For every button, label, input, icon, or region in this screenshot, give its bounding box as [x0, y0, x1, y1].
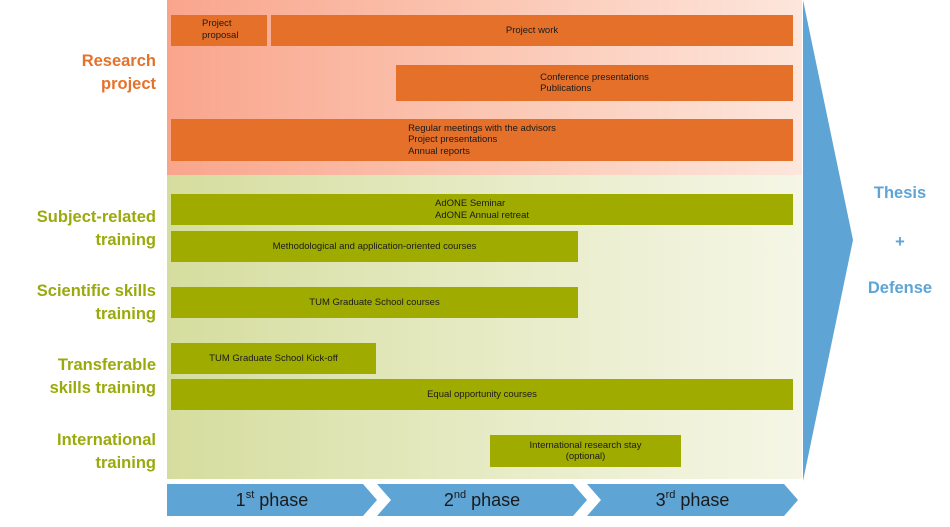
row-label-scientific-line2: training — [95, 305, 157, 323]
phase-1-arrow: 1st phase — [167, 484, 377, 516]
row-label-research: Research project — [82, 50, 156, 96]
phase-3-arrow: 3rd phase — [587, 484, 798, 516]
bar-project-proposal: Project proposal — [171, 15, 267, 46]
row-label-subject-line1: Subject-related — [36, 208, 156, 226]
row-label-transferable-line1: Transferable — [57, 356, 156, 374]
bar-international-line1: International research stay — [529, 439, 642, 451]
row-label-international: International training — [57, 429, 156, 475]
bar-project-work: Project work — [271, 15, 793, 46]
bar-methodological-text: Methodological and application-oriented … — [272, 240, 477, 252]
bar-conference-line1: Conference presentations — [540, 71, 649, 83]
row-label-research-line2: project — [100, 75, 156, 93]
bar-project-proposal-line2: proposal — [202, 29, 239, 41]
bar-project-work-text: Project work — [505, 24, 559, 36]
bar-adone-line2: AdONE Annual retreat — [435, 209, 529, 221]
row-label-scientific: Scientific skills training — [37, 280, 156, 326]
training-section-background — [167, 175, 802, 479]
bar-adone-seminar: AdONE Seminar AdONE Annual retreat — [171, 194, 793, 225]
phase-2-shape — [377, 484, 587, 516]
bar-international-line2: (optional) — [565, 451, 606, 462]
bar-meetings-line3: Annual reports — [408, 145, 470, 157]
row-label-transferable-line2: skills training — [49, 379, 156, 397]
thesis-arrow-shape — [803, 0, 853, 481]
row-label-subject: Subject-related training — [37, 206, 156, 252]
row-label-international-line2: training — [95, 454, 157, 472]
thesis-arrow — [803, 0, 853, 481]
bar-tum-graduate-courses: TUM Graduate School courses — [171, 287, 578, 318]
bar-methodological-courses: Methodological and application-oriented … — [171, 231, 578, 262]
bar-tum-courses-text: TUM Graduate School courses — [309, 296, 440, 308]
row-label-scientific-line1: Scientific skills — [36, 282, 156, 300]
phase-3-shape — [587, 484, 798, 516]
phase-2-label: 2nd phase — [443, 489, 521, 510]
phase-1-shape — [167, 484, 377, 516]
bar-international-stay: International research stay (optional) — [490, 435, 681, 467]
bar-regular-meetings: Regular meetings with the advisors Proje… — [171, 119, 793, 161]
row-label-subject-line2: training — [95, 231, 157, 249]
bar-meetings-line2: Project presentations — [408, 134, 498, 146]
bar-tum-kickoff-text: TUM Graduate School Kick-off — [209, 352, 338, 364]
bar-tum-kickoff: TUM Graduate School Kick-off — [171, 343, 376, 374]
bar-equal-opportunity-text: Equal opportunity courses — [427, 388, 537, 400]
outcome-defense: Defense — [867, 279, 933, 297]
phase-1-label: 1st phase — [235, 489, 309, 510]
row-label-international-line1: International — [56, 431, 156, 449]
row-label-research-line1: Research — [81, 52, 156, 70]
row-label-transferable: Transferable skills training — [50, 354, 156, 400]
outcome-thesis: Thesis — [873, 184, 927, 202]
bar-meetings-line1: Regular meetings with the advisors — [408, 122, 556, 134]
bar-conference-line2: Publications — [540, 83, 592, 94]
outcome-plus: + — [895, 233, 905, 251]
phase-3-label: 3rd phase — [655, 489, 730, 510]
bar-equal-opportunity: Equal opportunity courses — [171, 379, 793, 410]
phase-2-arrow: 2nd phase — [377, 484, 587, 516]
bar-adone-line1: AdONE Seminar — [435, 198, 506, 209]
bar-conference-publications: Conference presentations Publications — [396, 65, 793, 101]
bar-project-proposal-line1: Project — [202, 18, 232, 29]
